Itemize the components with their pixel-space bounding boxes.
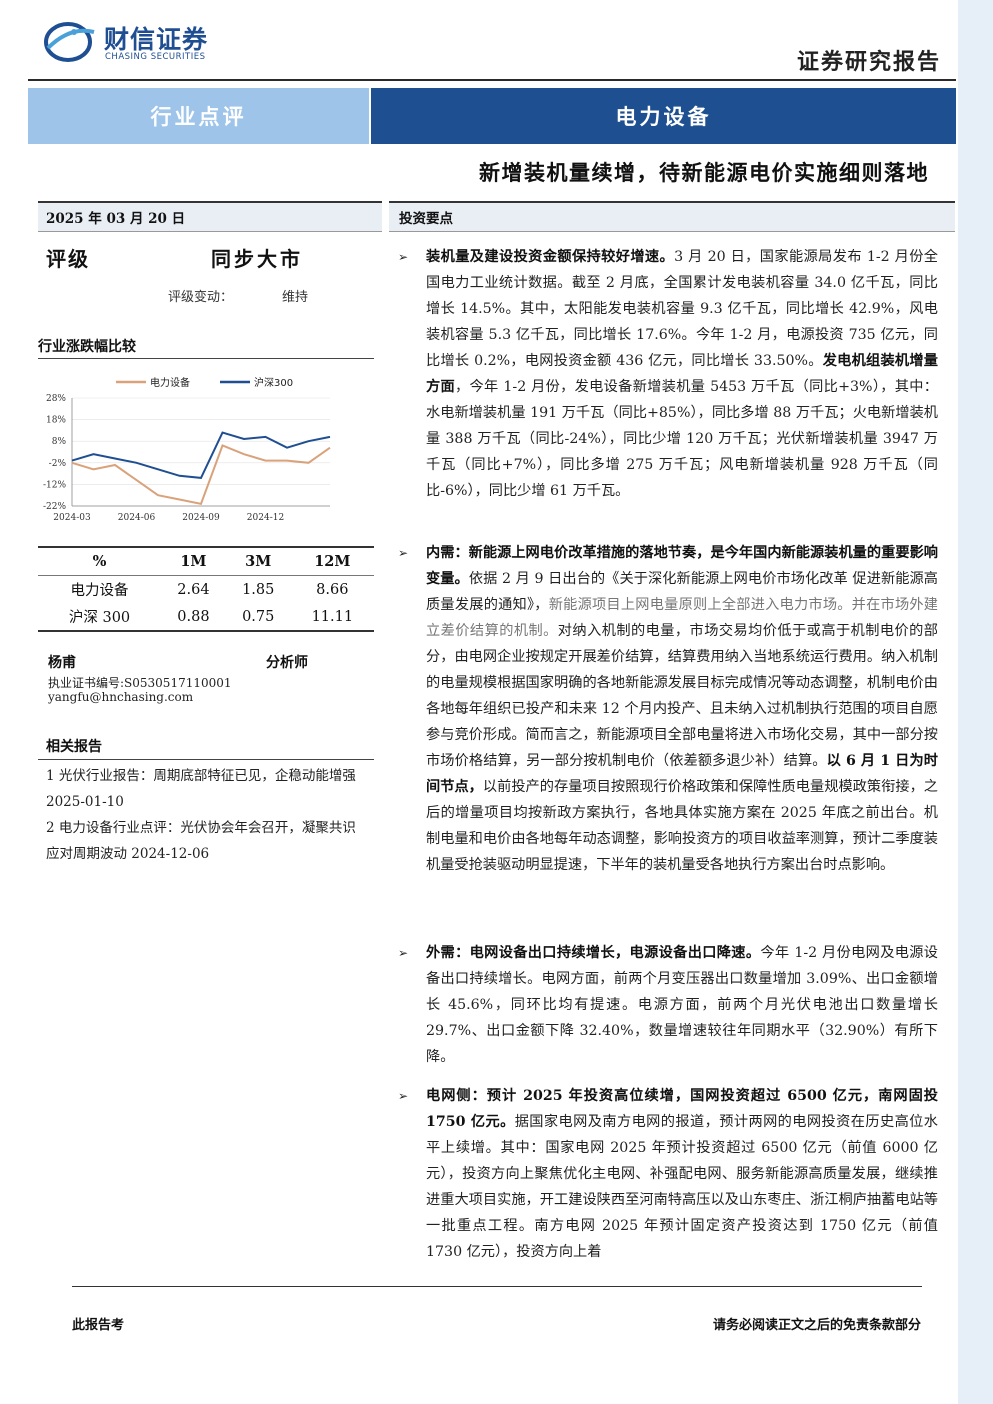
chart-section-divider <box>38 358 374 359</box>
rating-label: 评级 <box>46 247 90 271</box>
y-tick-label: 8% <box>52 437 67 447</box>
table-cell: 0.75 <box>242 608 275 625</box>
table-header-row: % 1M 3M 12M <box>38 547 374 576</box>
table-header-cell: 3M <box>245 553 272 570</box>
footer-left-text: 此报告考 <box>72 1318 125 1333</box>
table-cell: 8.66 <box>316 581 349 598</box>
analyst-certificate: 执业证书编号:S0530517110001 <box>48 676 232 690</box>
x-tick-label: 2024-03 <box>53 513 91 523</box>
x-tick-label: 2024-06 <box>118 513 156 523</box>
arrow-bullet-icon: ➢ <box>398 546 409 560</box>
table-header-cell: 12M <box>314 553 351 570</box>
table-cell: 2.64 <box>177 581 210 598</box>
industry-banner: 电力设备 <box>371 88 956 144</box>
arrow-bullet-icon: ➢ <box>398 1089 409 1103</box>
related-reports-title: 相关报告 <box>46 739 102 755</box>
y-tick-label: 28% <box>46 394 66 404</box>
x-tick-label: 2024-12 <box>247 513 284 523</box>
brand-name-en: CHASING SECURITIES <box>105 52 206 62</box>
brand-name-cn: 财信证券 <box>104 25 209 54</box>
analyst-name: 杨甫 <box>48 655 76 671</box>
report-headline: 新增装机量续增，待新能源电价实施细则落地 <box>479 160 929 185</box>
x-tick-label: 2024-09 <box>182 513 220 523</box>
report-type: 证券研究报告 <box>796 49 941 75</box>
industry-performance-chart: 28% 18% 8% -2% -12% -22%2024-03 2024-06 2024-09… <box>43 376 331 523</box>
paragraph-text: 外需：电网设备出口持续增长，电源设备出口降速。今年 1-2 月份电网及电源设备出… <box>426 945 938 1065</box>
right-edge-strip <box>958 0 993 1404</box>
paragraph-text: 内需：新能源上网电价改革措施的落地节奏，是今年国内新能源装机量的重要影响变量。依… <box>426 545 938 873</box>
key-point-external-demand: ➢ 外需：电网设备出口持续增长，电源设备出口降速。今年 1-2 月份电网及电源设… <box>398 940 938 1070</box>
footer-disclaimer: 请务必阅读正文之后的免责条款部分 <box>712 1318 921 1333</box>
related-report-item[interactable]: 1 光伏行业报告：周期底部特征已见，企稳动能增强 2025-01-10 <box>46 768 356 810</box>
table-cell: 沪深 300 <box>68 610 131 626</box>
table-cell: 11.11 <box>311 608 354 625</box>
y-tick-label: 18% <box>46 416 66 426</box>
series-line <box>71 444 331 505</box>
y-tick-label: -22% <box>43 502 66 512</box>
report-date: 2025 年 03 月 20 日 <box>38 201 382 232</box>
company-logo-icon <box>44 22 95 62</box>
table-header-cell: % <box>92 553 107 570</box>
key-point-installed-capacity: ➢ 装机量及建设投资金额保持较好增速。3 月 20 日，国家能源局发布 1-2 … <box>398 244 938 504</box>
key-point-grid-side: ➢ 电网侧：预计 2025 年投资高位续增，国网投资超过 6500 亿元，南网固… <box>398 1083 938 1265</box>
rating-change-label: 评级变动： <box>168 290 234 305</box>
related-reports-divider <box>38 759 374 760</box>
header-divider <box>28 79 956 81</box>
table-header-cell: 1M <box>180 553 207 570</box>
arrow-bullet-icon: ➢ <box>398 946 409 960</box>
footer-divider <box>72 1286 922 1287</box>
analyst-email[interactable]: yangfu@hnchasing.com <box>48 690 194 704</box>
table-cell: 0.88 <box>177 608 210 625</box>
key-points-header: 投资要点 <box>389 201 955 232</box>
paragraph-text: 装机量及建设投资金额保持较好增速。3 月 20 日，国家能源局发布 1-2 月份… <box>426 249 938 499</box>
series-line <box>71 431 331 479</box>
table-row: 电力设备 2.64 1.85 8.66 <box>38 576 374 604</box>
chart-section-title: 行业涨跌幅比较 <box>38 339 136 355</box>
table-row: 沪深 300 0.88 0.75 11.11 <box>38 603 374 631</box>
arrow-bullet-icon: ➢ <box>398 250 409 264</box>
analyst-title: 分析师 <box>266 655 308 671</box>
legend-label: 沪深300 <box>254 376 293 389</box>
table-cell: 电力设备 <box>70 583 129 599</box>
rating-value: 同步大市 <box>211 247 303 271</box>
y-tick-label: -2% <box>49 459 67 469</box>
rating-change-value: 维持 <box>282 290 309 305</box>
legend-label: 电力设备 <box>150 376 190 389</box>
performance-table: % 1M 3M 12M 电力设备 2.64 1.85 8.66 沪深 300 0… <box>38 546 374 632</box>
report-category-banner: 行业点评 <box>28 88 369 144</box>
related-report-item[interactable]: 2 电力设备行业点评：光伏协会年会召开，凝聚共识应对周期波动 2024-12-0… <box>46 820 356 862</box>
y-tick-label: -12% <box>43 480 66 490</box>
table-cell: 1.85 <box>242 581 275 598</box>
paragraph-text: 电网侧：预计 2025 年投资高位续增，国网投资超过 6500 亿元，南网固投 … <box>426 1088 938 1260</box>
key-point-domestic-demand: ➢ 内需：新能源上网电价改革措施的落地节奏，是今年国内新能源装机量的重要影响变量… <box>398 540 938 878</box>
